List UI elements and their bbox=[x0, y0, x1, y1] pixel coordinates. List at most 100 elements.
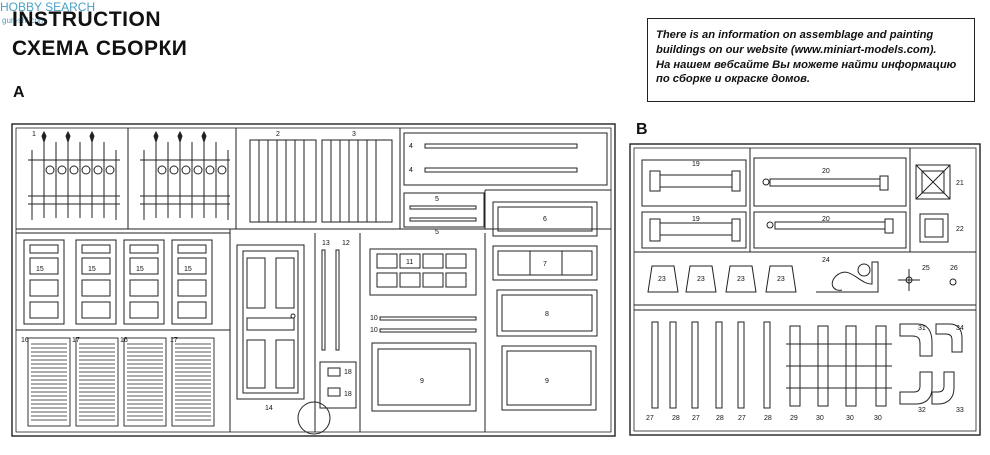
part-number-12: 12 bbox=[342, 240, 350, 247]
part-number-14: 14 bbox=[265, 405, 273, 412]
part-number-23: 23 bbox=[777, 276, 785, 283]
part-number-10: 10 bbox=[370, 327, 378, 334]
title-english: INSTRUCTION bbox=[12, 8, 161, 31]
part-pipes-31-34 bbox=[899, 323, 963, 405]
info-line: по сборке и окраске домов. bbox=[656, 73, 811, 86]
sprue-a-frame bbox=[11, 123, 616, 437]
info-line: buildings on our website (www.miniart-mo… bbox=[656, 43, 937, 56]
part-number-19: 19 bbox=[692, 216, 700, 223]
fence-post bbox=[651, 321, 659, 409]
part-scroll-24 bbox=[816, 261, 879, 293]
part-number-2: 2 bbox=[276, 131, 280, 138]
part-number-6: 6 bbox=[543, 216, 547, 223]
part-number-31: 31 bbox=[918, 325, 926, 332]
part-number-5: 5 bbox=[435, 196, 439, 203]
part-number-32: 32 bbox=[918, 407, 926, 414]
part-cap-21 bbox=[915, 164, 951, 200]
part-number-27: 27 bbox=[692, 415, 700, 422]
part-fence-1a bbox=[28, 130, 120, 220]
part-gate-3 bbox=[321, 139, 393, 223]
part-number-30: 30 bbox=[846, 415, 854, 422]
part-number-26: 26 bbox=[950, 265, 958, 272]
part-number-25: 25 bbox=[922, 265, 930, 272]
part-bars-5 bbox=[403, 192, 485, 228]
part-number-34: 34 bbox=[956, 325, 964, 332]
sprue-a-label: A bbox=[13, 84, 25, 101]
part-fence-1b bbox=[140, 130, 230, 220]
part-number-18: 18 bbox=[344, 391, 352, 398]
fence-post bbox=[715, 321, 723, 409]
watermark-url: gun-shi.com bbox=[2, 16, 46, 25]
part-number-27: 27 bbox=[738, 415, 746, 422]
part-brackets-23 bbox=[647, 265, 797, 293]
part-gate-2 bbox=[249, 139, 317, 223]
fence-post bbox=[737, 321, 745, 409]
part-frame-9b bbox=[501, 345, 597, 411]
part-number-11: 11 bbox=[406, 259, 413, 266]
part-number-8: 8 bbox=[545, 311, 549, 318]
part-frame-9a bbox=[371, 342, 477, 412]
part-column-19 bbox=[641, 159, 747, 249]
part-number-21: 21 bbox=[956, 180, 964, 187]
part-number-5: 5 bbox=[435, 229, 439, 236]
info-box: There is an information on assemblage an… bbox=[647, 18, 975, 102]
part-number-16: 16 bbox=[120, 337, 128, 344]
part-number-33: 33 bbox=[956, 407, 964, 414]
part-number-9: 9 bbox=[420, 378, 424, 385]
fence-post bbox=[691, 321, 699, 409]
part-number-15: 15 bbox=[88, 266, 96, 273]
part-number-15: 15 bbox=[136, 266, 144, 273]
watermark-text: HOBBY SEARCH bbox=[0, 0, 96, 14]
part-number-17: 17 bbox=[170, 337, 178, 344]
part-number-28: 28 bbox=[716, 415, 724, 422]
part-number-30: 30 bbox=[816, 415, 824, 422]
part-posts-27-30 bbox=[651, 321, 892, 409]
part-number-16: 16 bbox=[21, 337, 29, 344]
part-rods-12-13 bbox=[321, 249, 340, 351]
part-number-20: 20 bbox=[822, 216, 830, 223]
part-number-24: 24 bbox=[822, 257, 830, 264]
sprue-b-frame bbox=[629, 143, 981, 436]
part-frame-8 bbox=[496, 289, 598, 337]
part-number-13: 13 bbox=[322, 240, 330, 247]
part-number-30: 30 bbox=[874, 415, 882, 422]
part-number-4: 4 bbox=[409, 167, 413, 174]
part-number-9: 9 bbox=[545, 378, 549, 385]
shutter-louvers bbox=[31, 343, 211, 421]
part-bars-10 bbox=[379, 316, 477, 333]
part-shutters-16-17 bbox=[27, 337, 215, 427]
fence-post bbox=[763, 321, 771, 409]
part-number-19: 19 bbox=[692, 161, 700, 168]
part-number-10: 10 bbox=[370, 315, 378, 322]
part-number-4: 4 bbox=[409, 143, 413, 150]
part-window-11 bbox=[369, 248, 477, 296]
part-number-7: 7 bbox=[543, 261, 547, 268]
fence-post bbox=[669, 321, 677, 409]
part-frame-6 bbox=[492, 201, 598, 237]
part-bars-4 bbox=[403, 132, 608, 186]
part-number-18: 18 bbox=[344, 369, 352, 376]
part-knob-26 bbox=[949, 278, 957, 286]
part-number-23: 23 bbox=[737, 276, 745, 283]
part-number-23: 23 bbox=[658, 276, 666, 283]
part-hinges-18 bbox=[319, 361, 357, 409]
part-number-1: 1 bbox=[32, 131, 36, 138]
watermark-logo: HOBBY SEARCH bbox=[0, 0, 95, 14]
part-frame-7 bbox=[492, 245, 598, 281]
part-number-27: 27 bbox=[646, 415, 654, 422]
part-door-14 bbox=[236, 244, 331, 435]
part-window-15 bbox=[23, 239, 213, 325]
part-cross-25 bbox=[898, 269, 920, 291]
part-number-28: 28 bbox=[764, 415, 772, 422]
info-line: There is an information on assemblage an… bbox=[656, 29, 934, 41]
part-number-15: 15 bbox=[36, 266, 44, 273]
part-number-22: 22 bbox=[956, 226, 964, 233]
part-number-20: 20 bbox=[822, 168, 830, 175]
part-base-22 bbox=[919, 213, 949, 243]
part-number-28: 28 bbox=[672, 415, 680, 422]
sprue-b-label: B bbox=[636, 121, 648, 138]
part-number-3: 3 bbox=[352, 131, 356, 138]
part-number-17: 17 bbox=[72, 337, 80, 344]
